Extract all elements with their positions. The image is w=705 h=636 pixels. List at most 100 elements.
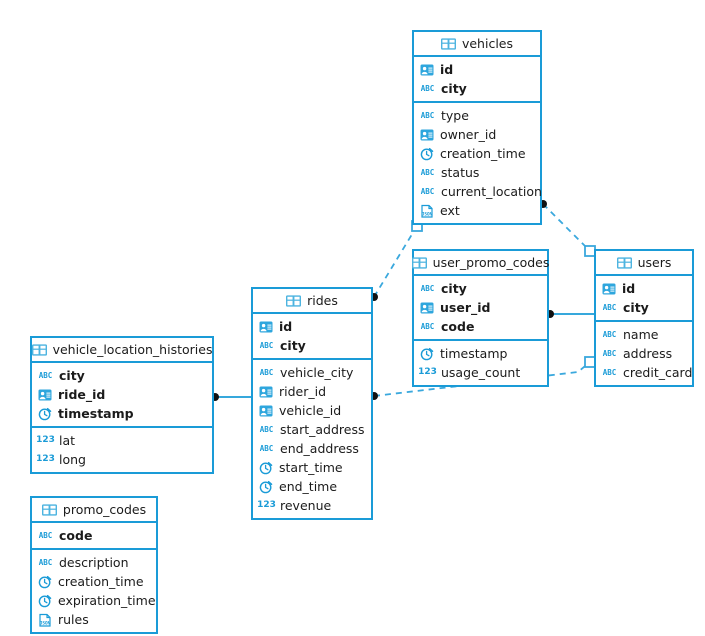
table-header-promo_codes[interactable]: promo_codes	[32, 498, 156, 523]
123-icon: 123	[418, 367, 437, 377]
relationship-vehicle_location_histories-to-rides	[211, 393, 251, 401]
json-icon: JSON	[420, 204, 434, 218]
field-id[interactable]: id	[414, 60, 540, 79]
abc-icon: ABC	[420, 186, 435, 196]
field-label: code	[441, 319, 475, 334]
field-credit_card[interactable]: ABC credit_card	[596, 363, 693, 382]
abc-icon: ABC	[602, 329, 617, 339]
field-timestamp[interactable]: timestamp	[414, 344, 547, 363]
grid-icon	[31, 343, 47, 356]
field-city[interactable]: ABC city	[32, 366, 212, 385]
field-label: rider_id	[279, 384, 327, 399]
field-id[interactable]: id	[596, 279, 692, 298]
field-label: creation_time	[440, 146, 526, 161]
table-title: users	[637, 255, 672, 270]
field-label: id	[622, 281, 636, 296]
clock-icon	[38, 407, 52, 421]
field-label: start_time	[279, 460, 343, 475]
field-label: vehicle_id	[279, 403, 342, 418]
table-header-vehicle_location_histories[interactable]: vehicle_location_histories	[31, 338, 212, 363]
field-owner_id[interactable]: owner_id	[414, 125, 540, 144]
field-label: timestamp	[58, 406, 134, 421]
field-revenue[interactable]: 123 revenue	[253, 496, 371, 515]
table-header-vehicles[interactable]: vehicles	[414, 32, 540, 57]
abc-icon: ABC	[38, 557, 53, 567]
field-start_time[interactable]: start_time	[253, 458, 371, 477]
id-card-icon	[259, 320, 273, 334]
field-current_location[interactable]: ABC current_location	[414, 182, 542, 201]
abc-icon: ABC	[602, 302, 617, 312]
field-label: type	[441, 108, 469, 123]
field-ride_id[interactable]: ride_id	[32, 385, 212, 404]
field-label: lat	[59, 433, 76, 448]
id-card-icon	[420, 128, 434, 142]
field-user_id[interactable]: user_id	[414, 298, 547, 317]
field-creation_time[interactable]: creation_time	[32, 572, 156, 591]
field-label: city	[441, 81, 467, 96]
field-label: credit_card	[623, 365, 693, 380]
relationship-user_promo_codes-to-users	[546, 310, 594, 318]
field-expiration_time[interactable]: expiration_time	[32, 591, 156, 610]
field-label: city	[59, 368, 85, 383]
id-card-icon	[259, 385, 273, 399]
primary-key-section: ABC city ride_id timestamp	[32, 363, 212, 428]
abc-icon: ABC	[602, 367, 617, 377]
field-label: end_time	[279, 479, 338, 494]
field-label: current_location	[441, 184, 542, 199]
field-creation_time[interactable]: creation_time	[414, 144, 540, 163]
field-label: revenue	[280, 498, 332, 513]
field-end_time[interactable]: end_time	[253, 477, 371, 496]
abc-icon: ABC	[420, 321, 435, 331]
field-label: city	[441, 281, 467, 296]
field-vehicle_id[interactable]: vehicle_id	[253, 401, 371, 420]
field-rider_id[interactable]: rider_id	[253, 382, 371, 401]
abc-icon: ABC	[259, 424, 274, 434]
abc-icon: ABC	[38, 370, 53, 380]
table-header-user_promo_codes[interactable]: user_promo_codes	[411, 251, 549, 276]
abc-icon: ABC	[259, 443, 274, 453]
123-icon: 123	[257, 500, 276, 510]
field-label: user_id	[440, 300, 491, 315]
field-code[interactable]: ABC code	[414, 317, 547, 336]
abc-icon: ABC	[259, 367, 274, 377]
abc-icon: ABC	[259, 340, 274, 350]
field-id[interactable]: id	[253, 317, 371, 336]
field-timestamp[interactable]: timestamp	[32, 404, 212, 423]
table-header-rides[interactable]: rides	[253, 289, 371, 314]
table-header-users[interactable]: users	[596, 251, 692, 276]
field-label: long	[59, 452, 86, 467]
clock-icon	[38, 575, 52, 589]
